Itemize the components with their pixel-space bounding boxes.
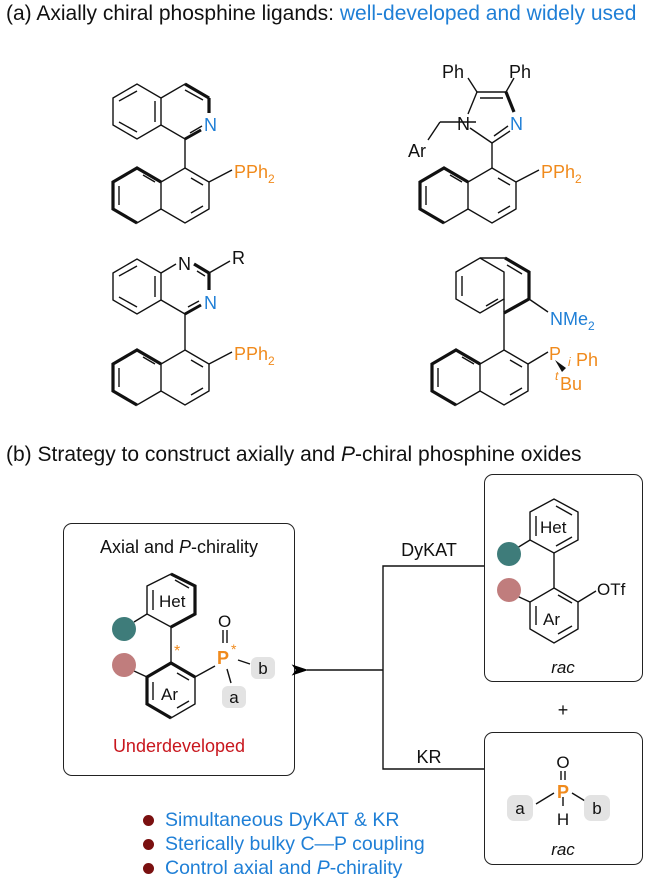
product-a-label: a — [229, 688, 239, 707]
section-b-label-italic: P — [341, 443, 356, 466]
kr-label: KR — [416, 747, 441, 767]
ligand-3-r-label: R — [232, 248, 245, 268]
ligand-2-ph-right: Ph — [509, 62, 531, 82]
ligand-1-n-label: N — [204, 115, 217, 135]
ligand-3-pph-label: PPh2 — [234, 344, 275, 368]
phosphine-h-label: H — [557, 810, 569, 829]
rose-substituent-dot — [112, 653, 136, 677]
underdeveloped-status: Underdeveloped — [113, 736, 245, 756]
p-chirality-star: * — [231, 641, 237, 657]
bullet-item: Control axial and P-chirality — [143, 856, 425, 880]
bullet-item: Sterically bulky C—P coupling — [143, 832, 425, 856]
phosphine-a-label: a — [515, 799, 525, 818]
product-p-label: P — [217, 648, 229, 668]
biaryl-rac-label: rac — [551, 658, 575, 677]
ligand-2-n1-label: N — [457, 114, 470, 134]
product-a-badge — [222, 686, 246, 708]
bullet-text: Control axial and P-chirality — [165, 856, 403, 879]
ligand-4-p-label: P — [549, 344, 561, 364]
section-a-heading: (a) Axially chiral phosphine ligands: we… — [6, 2, 636, 26]
ligand-2-pph-label: PPh2 — [541, 162, 582, 186]
ligand-3-structure — [111, 258, 233, 407]
otf-label: OTf — [597, 580, 626, 599]
section-b-label-pre: (b) Strategy to construct axially and — [6, 443, 341, 466]
ligand-4-wedge-bond — [555, 360, 566, 372]
product-het-label: Het — [159, 592, 186, 611]
product-ar-label: Ar — [161, 685, 178, 704]
product-box-title: Axial and P-chirality — [100, 537, 258, 557]
product-b-label: b — [258, 659, 267, 678]
bullet-dot-icon — [143, 838, 154, 850]
product-biaryl-structure — [133, 572, 251, 720]
product-b-badge — [251, 657, 275, 679]
bullet-text: Simultaneous DyKAT & KR — [165, 808, 400, 831]
biaryl-rose-dot — [497, 578, 521, 602]
section-a-label: (a) Axially chiral phosphine ligands: — [6, 2, 335, 25]
phosphine-a-badge — [507, 795, 533, 821]
dykat-label: DyKAT — [401, 540, 457, 560]
biaryl-ar-label: Ar — [543, 610, 560, 629]
phosphine-p-label: P — [557, 782, 569, 802]
section-a-highlight: well-developed and widely used — [339, 2, 637, 25]
phosphine-rac-label: rac — [551, 840, 575, 859]
ligand-2-ph-left: Ph — [442, 62, 464, 82]
ligand-1-structure — [111, 82, 233, 225]
bullet-text: Sterically bulky C—P coupling — [165, 832, 425, 855]
ligand-2-structure — [418, 77, 540, 225]
teal-substituent-dot — [112, 617, 136, 641]
biaryl-het-label: Het — [540, 518, 567, 537]
phosphine-o-label: O — [556, 753, 569, 772]
ligand-2-ar-label: Ar — [408, 141, 426, 161]
feature-bullet-list: Simultaneous DyKAT & KR Sterically bulky… — [143, 808, 425, 880]
section-b-label-post: -chiral phosphine oxides — [355, 443, 582, 466]
axial-chirality-star: * — [174, 643, 180, 660]
product-o-label: O — [218, 612, 231, 631]
ligand-4-bu-label: Bu — [560, 374, 582, 394]
ligand-4-ph-prefix: i — [568, 355, 571, 369]
ligand-4-ph-label: Ph — [576, 350, 598, 370]
section-b-heading: (b) Strategy to construct axially and P-… — [6, 443, 581, 467]
ligand-4-bu-prefix: t — [555, 369, 559, 383]
biaryl-triflate-box — [484, 474, 643, 682]
ligand-4-nme-label: NMe2 — [550, 309, 595, 333]
biaryl-teal-dot — [497, 542, 521, 566]
bullet-item: Simultaneous DyKAT & KR — [143, 808, 425, 832]
product-box — [63, 523, 295, 776]
phosphine-oxide-box — [484, 732, 643, 865]
ligand-4-structure — [430, 256, 549, 407]
bullet-dot-icon — [143, 814, 154, 826]
ligand-1-pph-label: PPh2 — [234, 162, 275, 186]
plus-sign: + — [558, 700, 569, 720]
bullet-dot-icon — [143, 862, 154, 874]
ligand-3-n1-label: N — [178, 254, 191, 274]
ligand-2-n2-label: N — [510, 114, 523, 134]
biaryl-triflate-structure — [516, 498, 597, 644]
reaction-bracket — [291, 565, 484, 770]
phosphine-b-label: b — [592, 799, 601, 818]
phosphine-b-badge — [584, 795, 610, 821]
ligand-3-n2-label: N — [204, 293, 217, 313]
